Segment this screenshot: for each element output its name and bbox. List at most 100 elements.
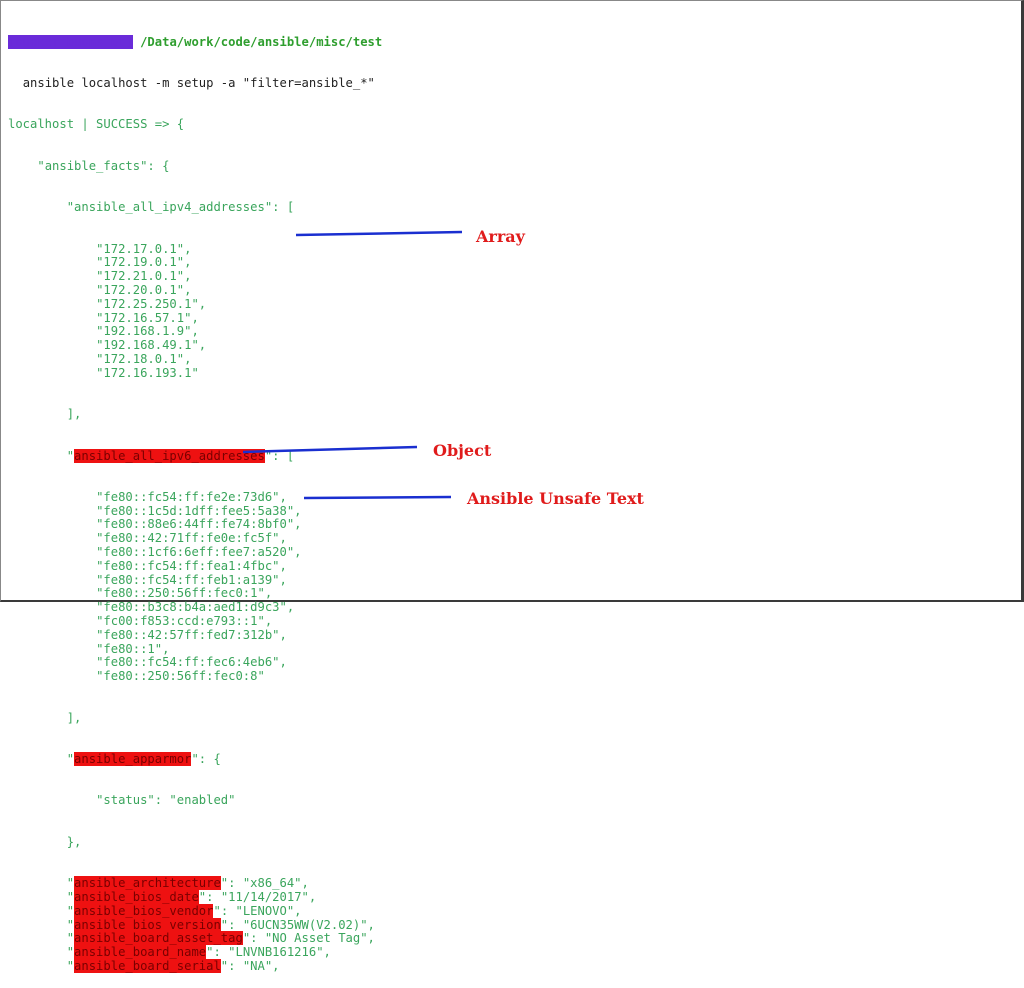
apparmor-close: }, (66, 834, 82, 849)
scalar-key-highlight: ansible_board_asset_tag (74, 931, 243, 946)
ipv6-item-line: "fe80::fc54:ff:fe2e:73d6", (8, 489, 1024, 505)
object-arrow-line (242, 445, 418, 454)
scalar-key-highlight: ansible_bios_date (74, 890, 199, 904)
scalar-line: "ansible_board_name": "LNVNB161216", (8, 945, 1024, 960)
ipv4-item: "172.25.250.1", (96, 296, 207, 311)
command-line: ansible localhost -m setup -a "filter=an… (8, 75, 1024, 91)
quote: " (66, 876, 75, 891)
scalar-key-highlight: ansible_bios_vendor (74, 903, 214, 918)
ipv6-item-line: "fe80::1c5d:1dff:fee5:5a38", (8, 503, 1024, 519)
scalar-line: "ansible_bios_version": "6UCN35WW(V2.02)… (8, 917, 1024, 933)
ipv4-item: "192.168.1.9", (96, 324, 199, 339)
array-arrow-line (295, 230, 463, 237)
command-text: ansible localhost -m setup -a "filter=an… (22, 75, 375, 90)
ipv4-item-line: "172.19.0.1", (8, 255, 1024, 270)
quote: " (220, 876, 229, 891)
scalar-value: : "LNVNB161216", (213, 945, 331, 960)
scalar-key-highlight: ansible_board_serial (74, 958, 221, 973)
ipv6-item: "fe80::b3c8:b4a:aed1:d9c3", (96, 600, 295, 615)
quote: " (66, 903, 75, 918)
scalar-line: "ansible_board_serial": "NA", (8, 958, 1024, 974)
scalar-value: : "11/14/2017", (206, 890, 317, 904)
quote: " (66, 890, 75, 904)
quote: " (220, 958, 229, 973)
ipv6-close: ], (66, 710, 82, 725)
ipv6-item: "fe80::42:57ff:fed7:312b", (96, 627, 287, 642)
quote: " (213, 903, 221, 918)
ipv4-item-line: "172.18.0.1", (8, 351, 1024, 367)
ipv6-item-line: "fe80::42:71ff:fe0e:fc5f", (8, 531, 1024, 546)
scalar-key-highlight: ansible_architecture (74, 876, 221, 891)
ipv6-item: "fe80::88e6:44ff:fe74:8bf0", (96, 517, 302, 532)
scalar-key-highlight: ansible_bios_version (74, 917, 221, 932)
ipv6-item: "fc00:f853:ccd:e793::1", (96, 614, 273, 629)
scalar-list: "ansible_architecture": "x86_64", "ansib… (8, 876, 1024, 974)
ipv4-item-line: "172.17.0.1", (8, 242, 1024, 257)
scalar-value: : "x86_64", (228, 876, 309, 891)
ipv4-item: "172.16.193.1" (96, 365, 199, 380)
prompt-user-host: [ouokerfbuonsfbt] (8, 34, 133, 49)
scalar-value: : "NO Asset Tag", (250, 931, 375, 946)
ipv6-key-line: "ansible_all_ipv6_addresses": [ (66, 448, 295, 463)
scalar-key-highlight: ansible_board_name (74, 945, 207, 960)
ipv6-item: "fe80::1c5d:1dff:fee5:5a38", (96, 503, 302, 518)
ipv4-key-line: "ansible_all_ipv4_addresses": [ (8, 200, 1024, 215)
scalar-value: : "NA", (228, 958, 280, 973)
facts-open-line: "ansible_facts": { (8, 158, 1024, 174)
scalar-value: : "6UCN35WW(V2.02)", (228, 917, 375, 932)
ipv6-item: "fe80::fc54:ff:fe2e:73d6", (96, 489, 287, 504)
ipv6-suffix: : [ (272, 448, 295, 463)
ipv6-item: "fe80::250:56ff:fec0:8" (96, 669, 265, 684)
scalar-line: "ansible_bios_vendor": "LENOVO", (8, 903, 1024, 919)
ipv6-item-line: "fe80::88e6:44ff:fe74:8bf0", (8, 518, 1024, 532)
ipv6-item-line: "fe80::fc54:ff:fea1:4fbc", (8, 558, 1024, 574)
apparmor-status: "status": "enabled" (96, 793, 236, 808)
ipv4-item-line: "172.21.0.1", (8, 269, 1024, 284)
ipv4-item-line: "172.25.250.1", (8, 296, 1024, 312)
ipv6-key-highlight: ansible_all_ipv6_addresses (74, 448, 265, 463)
quote: " (66, 931, 75, 946)
prompt-line: [ouokerfbuonsfbt] /Data/work/code/ansibl… (8, 34, 1024, 50)
facts-open: "ansible_facts": { (37, 158, 170, 173)
ipv6-item-line: "fe80::42:57ff:fed7:312b", (8, 627, 1024, 643)
ipv6-item: "fe80::1cf6:6eff:fee7:a520", (96, 545, 302, 560)
array-arrow (242, 230, 463, 500)
ipv6-item: "fe80::fc54:ff:fea1:4fbc", (96, 558, 287, 573)
ipv6-item-line: "fc00:f853:ccd:e793::1", (8, 614, 1024, 629)
quote: " (66, 958, 75, 973)
ipv4-item-line: "172.16.193.1" (8, 365, 1024, 381)
result-header: localhost | SUCCESS => { (8, 117, 185, 132)
ipv4-item: "172.18.0.1", (96, 351, 192, 366)
ipv6-item-line: "fe80::1cf6:6eff:fee7:a520", (8, 545, 1024, 560)
ipv6-item: "fe80::fc54:ff:fec6:4eb6", (96, 655, 287, 670)
ipv4-close-line: ], (8, 407, 1024, 422)
ipv4-key: "ansible_all_ipv4_addresses": [ (66, 200, 295, 215)
ipv6-item: "fe80::250:56ff:fec0:1", (96, 586, 273, 601)
unsafe-arrow-line (303, 495, 452, 500)
unsafe-annotation: Ansible Unsafe Text (467, 489, 644, 508)
ipv6-item: "fe80::42:71ff:fe0e:fc5f", (96, 531, 287, 546)
ipv6-item-line: "fe80::fc54:ff:fec6:4eb6", (8, 656, 1024, 670)
terminal-window (0, 0, 1024, 602)
ipv6-item: "fe80::1", (96, 641, 170, 656)
apparmor-key-highlight: ansible_apparmor (74, 752, 192, 767)
object-annotation: Object (433, 441, 492, 460)
ipv6-item-line: "fe80::250:56ff:fec0:1", (8, 587, 1024, 601)
apparmor-suffix: : { (198, 752, 221, 767)
quote: " (66, 945, 75, 960)
ipv6-close-line: ], (8, 710, 1024, 726)
ipv4-item: "192.168.49.1", (96, 338, 207, 353)
prompt-path: /Data/work/code/ansible/misc/test (140, 34, 383, 49)
ipv4-item: "172.21.0.1", (96, 269, 192, 284)
ipv4-item-line: "172.16.57.1", (8, 311, 1024, 326)
ipv6-item-line: "fe80::fc54:ff:feb1:a139", (8, 573, 1024, 588)
ipv4-item-line: "192.168.49.1", (8, 338, 1024, 353)
ipv4-item-line: "172.20.0.1", (8, 282, 1024, 298)
quote: " (220, 917, 229, 932)
ipv6-item-line: "fe80::250:56ff:fec0:8" (8, 669, 1024, 684)
scalar-line: "ansible_board_asset_tag": "NO Asset Tag… (8, 931, 1024, 946)
ipv4-item: "172.20.0.1", (96, 282, 192, 297)
quote: " (206, 945, 214, 960)
apparmor-status-line: "status": "enabled" (8, 794, 1024, 808)
quote: " (66, 917, 75, 932)
